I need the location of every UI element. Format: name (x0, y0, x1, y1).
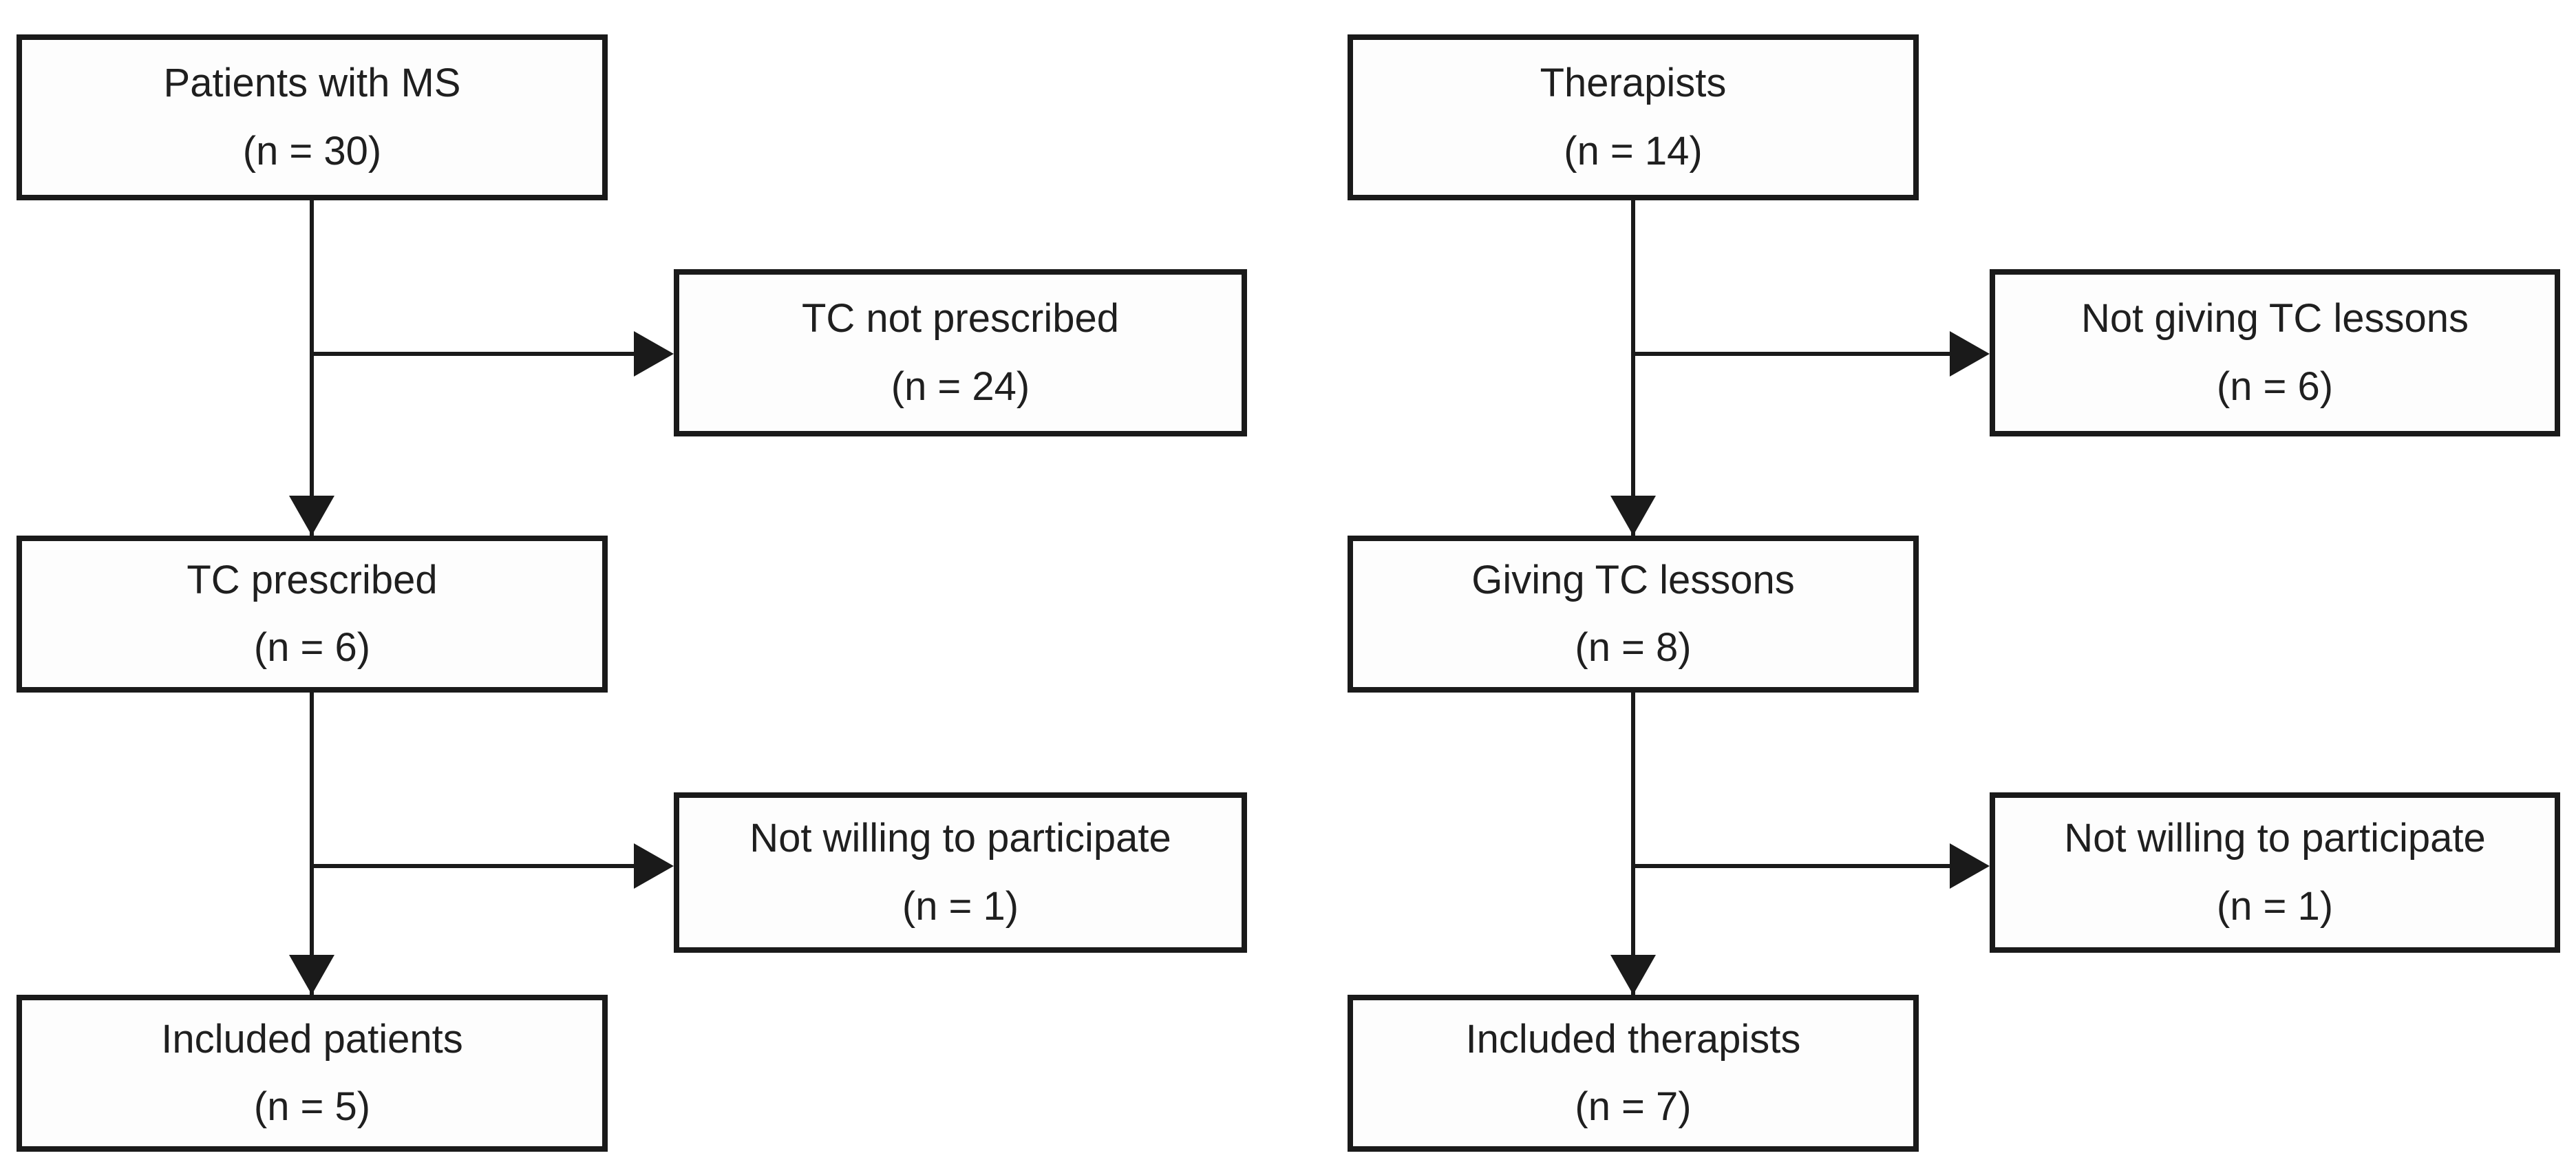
box-therapists-source: Therapists (n = 14) (1348, 34, 1919, 200)
arrowhead-down-therapists-final-icon (1610, 955, 1656, 995)
box-patients-middle-count: (n = 6) (253, 625, 371, 670)
box-patients-excluded-bottom-count: (n = 1) (902, 883, 1019, 929)
box-therapists-middle-label: Giving TC lessons (1471, 557, 1795, 602)
box-patients-middle: TC prescribed (n = 6) (17, 536, 608, 693)
arrowhead-right-therapists-excluded-top-icon (1950, 331, 1990, 377)
box-patients-final-count: (n = 5) (253, 1084, 371, 1129)
box-therapists-middle-count: (n = 8) (1575, 625, 1692, 670)
connector-therapists-source-to-middle (1631, 200, 1635, 536)
arrowhead-down-patients-middle-icon (289, 496, 334, 536)
box-patients-final: Included patients (n = 5) (17, 995, 608, 1152)
box-patients-middle-label: TC prescribed (187, 557, 438, 602)
box-therapists-final: Included therapists (n = 7) (1348, 995, 1919, 1152)
box-patients-source: Patients with MS (n = 30) (17, 34, 608, 200)
connector-therapists-branch-excluded-bottom (1633, 864, 1973, 868)
box-patients-excluded-top-label: TC not prescribed (802, 296, 1119, 341)
box-patients-excluded-bottom: Not willing to participate (n = 1) (674, 792, 1247, 953)
arrowhead-right-patients-excluded-top-icon (634, 331, 674, 377)
box-therapists-excluded-top-count: (n = 6) (2216, 363, 2334, 409)
connector-patients-middle-to-final (310, 693, 314, 995)
connector-patients-branch-excluded-bottom (312, 864, 656, 868)
box-patients-excluded-bottom-label: Not willing to participate (749, 816, 1171, 861)
box-therapists-source-count: (n = 14) (1564, 128, 1703, 173)
box-therapists-final-label: Included therapists (1465, 1016, 1801, 1062)
box-therapists-excluded-bottom-count: (n = 1) (2216, 883, 2334, 929)
box-therapists-final-count: (n = 7) (1575, 1084, 1692, 1129)
box-therapists-excluded-top: Not giving TC lessons (n = 6) (1990, 269, 2560, 436)
arrowhead-down-therapists-middle-icon (1610, 496, 1656, 536)
box-therapists-excluded-bottom: Not willing to participate (n = 1) (1990, 792, 2560, 953)
box-patients-final-label: Included patients (161, 1016, 463, 1062)
box-therapists-middle: Giving TC lessons (n = 8) (1348, 536, 1919, 693)
connector-therapists-branch-excluded-top (1633, 352, 1973, 356)
connector-therapists-middle-to-final (1631, 693, 1635, 995)
arrowhead-right-patients-excluded-bottom-icon (634, 843, 674, 889)
arrowhead-right-therapists-excluded-bottom-icon (1950, 843, 1990, 889)
box-therapists-excluded-top-label: Not giving TC lessons (2080, 296, 2469, 341)
connector-patients-branch-excluded-top (312, 352, 656, 356)
box-patients-source-count: (n = 30) (242, 128, 382, 173)
box-patients-excluded-top-count: (n = 24) (891, 363, 1030, 409)
box-patients-excluded-top: TC not prescribed (n = 24) (674, 269, 1247, 436)
box-therapists-source-label: Therapists (1540, 61, 1727, 105)
connector-patients-source-to-middle (310, 200, 314, 536)
arrowhead-down-patients-final-icon (289, 955, 334, 995)
box-patients-source-label: Patients with MS (163, 61, 461, 105)
box-therapists-excluded-bottom-label: Not willing to participate (2064, 816, 2486, 861)
